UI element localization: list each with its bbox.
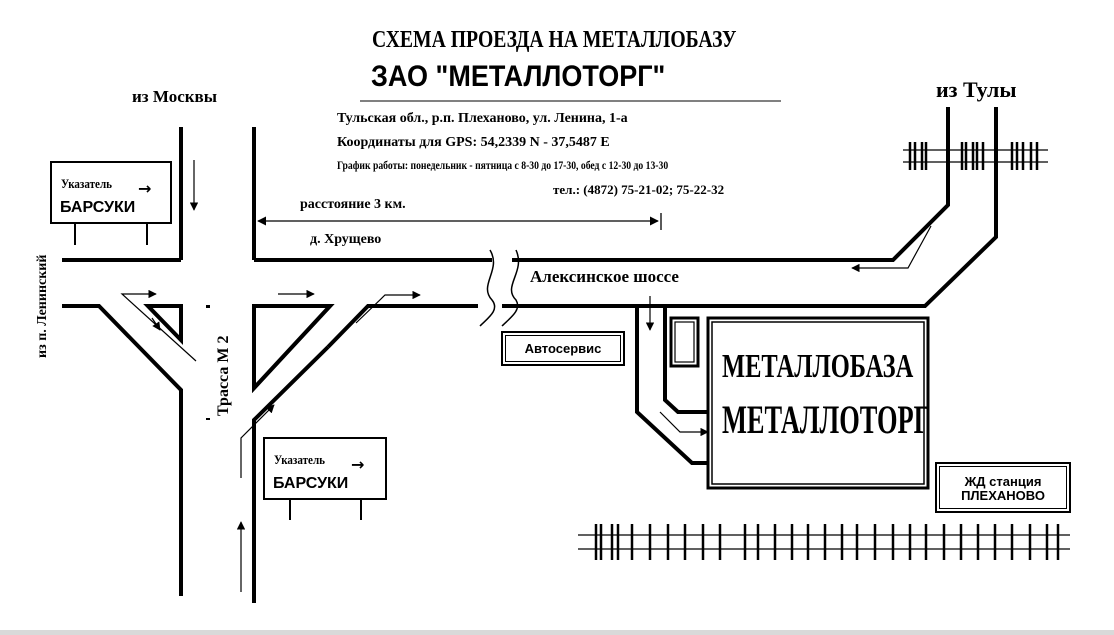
label-from-moscow: из Москвы	[132, 87, 217, 106]
station-line1: ЖД станция	[964, 474, 1042, 489]
address-text: Тульская обл., р.п. Плеханово, ул. Ленин…	[337, 111, 628, 126]
metallobaza-building	[669, 316, 930, 490]
road-bottom-main	[326, 304, 478, 349]
map-title: СХЕМА ПРОЕЗДА НА МЕТАЛЛОБАЗУ	[372, 27, 737, 53]
sign-barsuki-bottom: Указатель → БАРСУКИ	[263, 437, 387, 500]
distance-measure	[253, 213, 662, 230]
sign-label: Указатель	[274, 452, 325, 467]
sign-name: БАРСУКИ	[273, 475, 349, 492]
roads	[62, 107, 998, 603]
label-aleksinskoe: Алексинское шоссе	[530, 267, 679, 286]
sign-barsuki-top: Указатель → БАРСУКИ	[50, 161, 172, 224]
road-break	[479, 249, 520, 327]
avtoservis-label: Автосервис	[524, 341, 602, 356]
label-from-lenin: из п. Ленинский	[35, 254, 50, 358]
metallobaza-label: МЕТАЛЛОБАЗА	[722, 348, 914, 385]
sign-posts	[74, 224, 362, 520]
metallotorg-label: МЕТАЛЛОТОРГ	[722, 397, 931, 442]
station-box: ЖД станция ПЛЕХАНОВО	[935, 462, 1071, 513]
road-top-main-east	[512, 107, 950, 262]
hours-text: График работы: понедельник - пятница с 8…	[337, 160, 669, 172]
gps-text: Координаты для GPS: 54,2339 N - 37,5487 …	[337, 135, 610, 150]
company-name: ЗАО "МЕТАЛЛОТОРГ"	[371, 60, 666, 93]
phone-text: тел.: (4872) 75-21-02; 75-22-32	[553, 182, 725, 197]
bottom-strip	[0, 630, 1114, 635]
road-lenin-bottom	[62, 304, 183, 405]
railway-plekhanovo	[578, 524, 1070, 560]
road-access-inner	[663, 306, 708, 414]
road-access	[635, 306, 708, 465]
avtoservis-box: Автосервис	[501, 331, 625, 366]
railway-tula	[903, 142, 1048, 170]
label-highway: Трасса М 2	[215, 335, 232, 416]
road-m2-lower	[252, 345, 330, 603]
label-distance: расстояние 3 км.	[300, 197, 406, 212]
road-bottom-east	[502, 107, 998, 308]
direction-arrows	[120, 160, 932, 592]
label-from-tula: из Тулы	[936, 77, 1017, 102]
right-arrow-icon: →	[138, 179, 152, 198]
station-line2: ПЛЕХАНОВО	[961, 488, 1045, 503]
sign-name: БАРСУКИ	[60, 199, 136, 216]
right-arrow-icon: →	[351, 455, 365, 474]
sign-label: Указатель	[61, 176, 112, 191]
label-village: д. Хрущево	[310, 232, 382, 247]
